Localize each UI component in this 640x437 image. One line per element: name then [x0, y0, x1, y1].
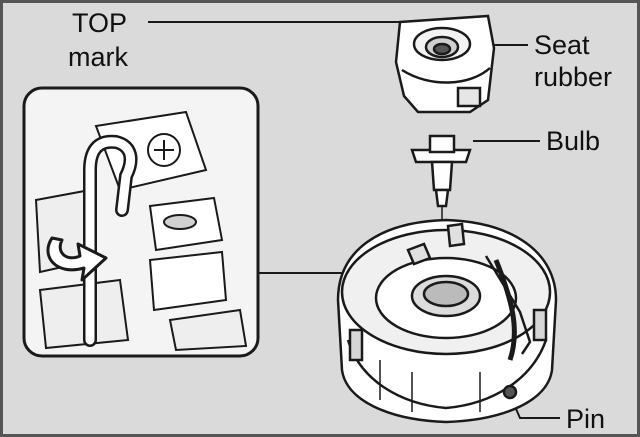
inset-detail-illustration	[24, 88, 258, 356]
pin-label: Pin	[566, 404, 605, 435]
bulb-label: Bulb	[546, 126, 600, 157]
seat-rubber-label: Seat	[534, 30, 590, 61]
seat-rubber-label-line2: rubber	[534, 62, 612, 93]
top-mark-label-line2: mark	[68, 42, 128, 73]
headlight-housing-illustration	[338, 220, 556, 422]
seat-rubber-illustration	[396, 16, 494, 112]
top-mark-label: TOP	[72, 8, 127, 39]
